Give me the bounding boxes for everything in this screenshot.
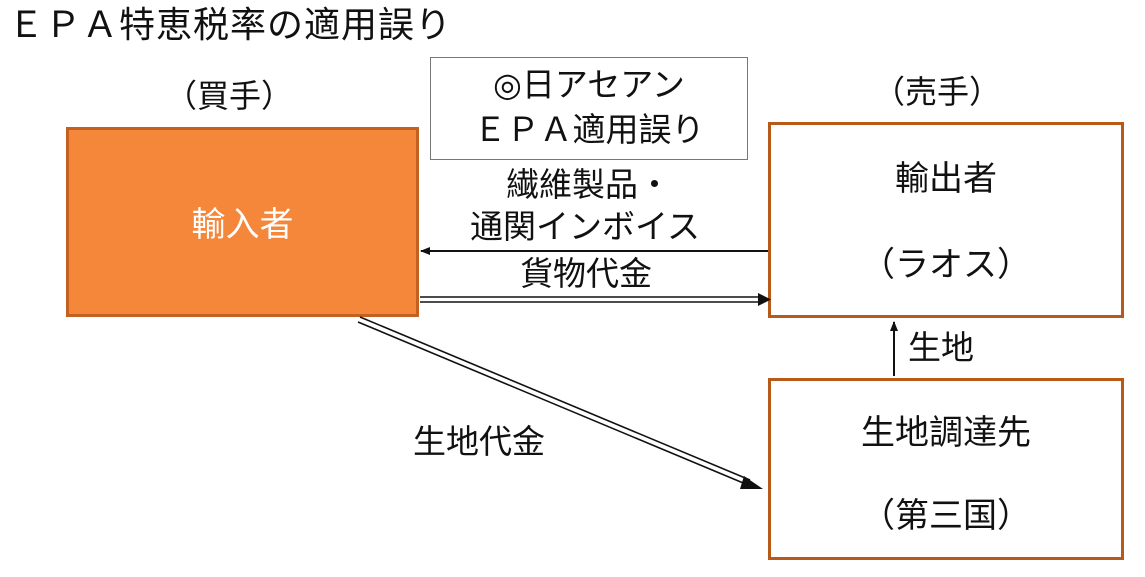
supplier-country: （第三国） — [861, 496, 1031, 536]
supplier-label: 生地調達先 — [861, 413, 1031, 453]
seller-role-label: （売手） — [873, 73, 1002, 111]
exporter-box: 輸出者 （ラオス） — [768, 122, 1124, 318]
payment-arrow — [420, 293, 771, 306]
exporter-label: 輸出者 — [895, 159, 997, 199]
fabric-payment-arrow — [357, 316, 763, 489]
buyer-role-label: （買手） — [165, 77, 294, 115]
fabric-payment-label: 生地代金 — [413, 422, 545, 461]
note-line-2: ＥＰＡ適用誤り — [473, 110, 705, 149]
exporter-country: （ラオス） — [861, 245, 1031, 285]
diagram-title: ＥＰＡ特恵税率の適用誤り — [8, 5, 453, 46]
note-line-1: ◎日アセアン — [493, 65, 685, 104]
importer-label: 輸入者 — [191, 205, 294, 245]
importer-box: 輸入者 — [66, 127, 419, 317]
fabric-supplier-box: 生地調達先 （第三国） — [768, 378, 1124, 560]
fabric-label: 生地 — [908, 328, 974, 367]
goods-label-line-1: 繊維製品・ — [506, 165, 671, 204]
goods-label-line-2: 通関インボイス — [470, 207, 701, 246]
payment-label: 貨物代金 — [520, 254, 652, 293]
epa-note-box: ◎日アセアン ＥＰＡ適用誤り — [430, 57, 748, 160]
